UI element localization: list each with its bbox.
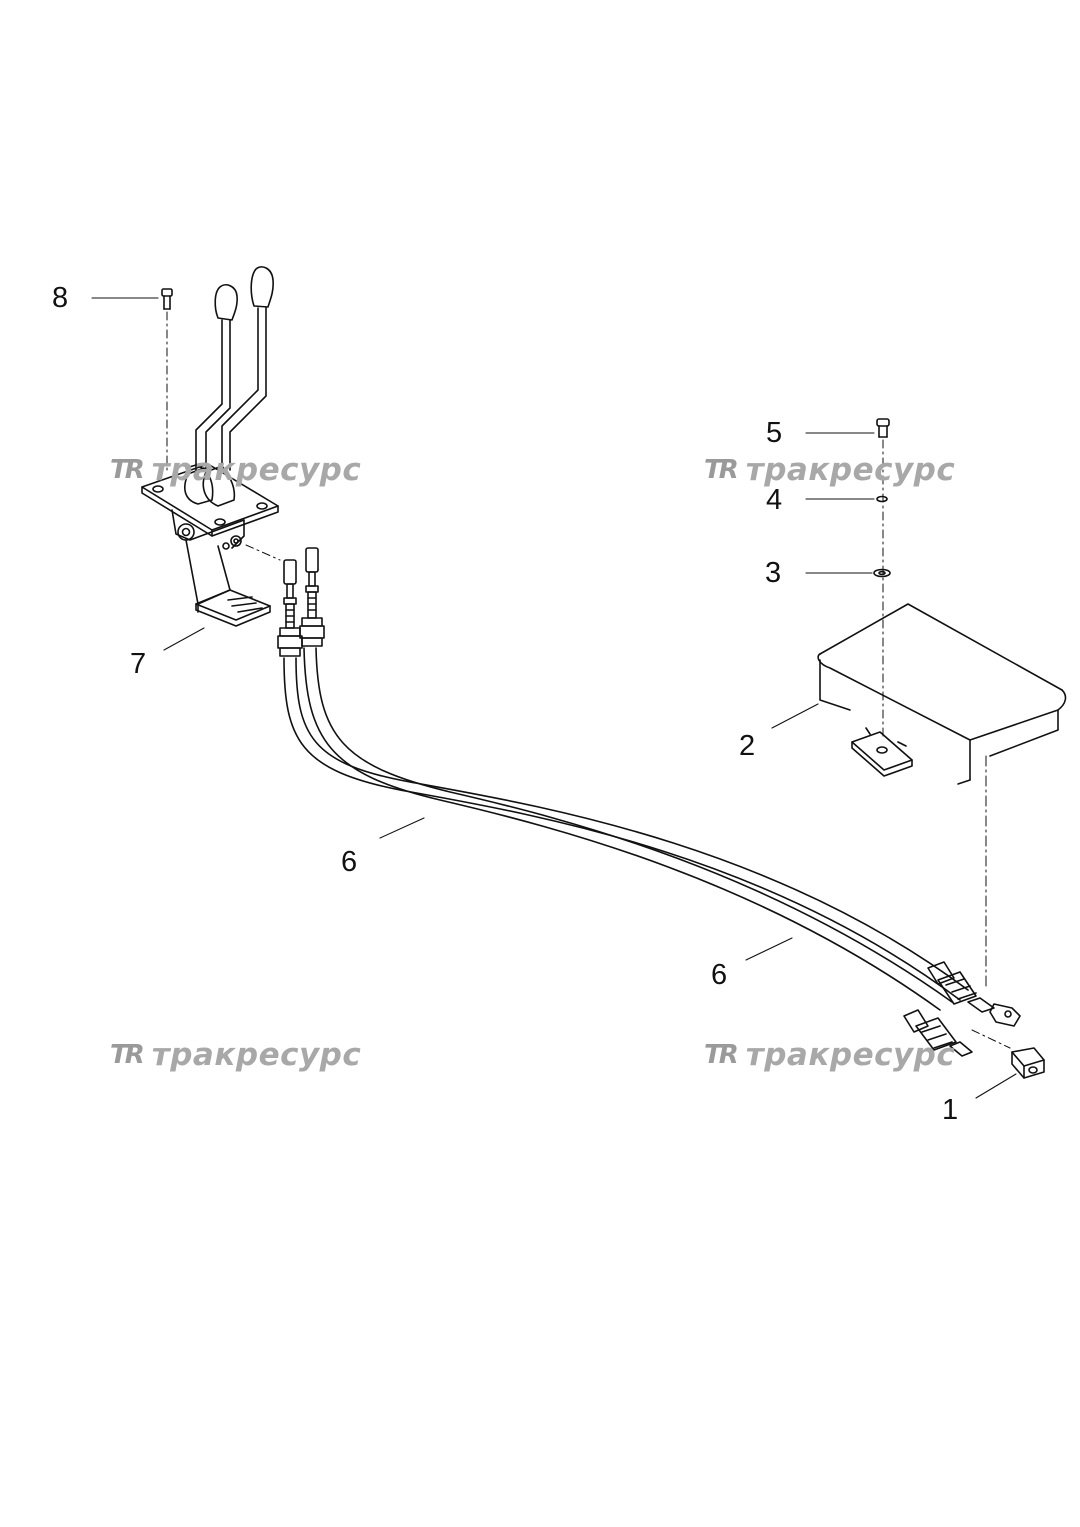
- part-5-bolt: [876, 418, 890, 438]
- watermark-text: тракресурс: [745, 452, 956, 488]
- part-8-bolt: [161, 288, 173, 471]
- watermark-text: тракресурс: [745, 1037, 956, 1073]
- callout-6-upper: 6: [341, 846, 358, 878]
- watermark-text: тракресурс: [151, 1037, 362, 1073]
- callout-4: 4: [766, 484, 783, 516]
- watermark-bottom-right: TR тракресурс: [704, 1037, 955, 1073]
- watermark-top-left: TR тракресурс: [110, 452, 361, 488]
- callout-2: 2: [739, 730, 756, 762]
- part-6-cables: [277, 547, 1021, 1057]
- part-2-cover: [817, 603, 1067, 991]
- callout-7: 7: [130, 648, 147, 680]
- watermark-logo: TR: [110, 1040, 145, 1070]
- callout-5: 5: [766, 417, 783, 449]
- part-4-washer: [876, 495, 888, 503]
- watermark-logo: TR: [110, 455, 145, 485]
- watermark-text: тракресурс: [151, 452, 362, 488]
- callout-8: 8: [52, 282, 69, 314]
- watermark-bottom-left: TR тракресурс: [110, 1037, 361, 1073]
- callout-3: 3: [765, 557, 782, 589]
- leader-lines: [91, 297, 1017, 1099]
- watermark-top-right: TR тракресурс: [704, 452, 955, 488]
- callout-6-lower: 6: [711, 959, 728, 991]
- watermark-logo: TR: [704, 455, 739, 485]
- callout-1: 1: [942, 1094, 959, 1126]
- part-1-clevis: [1011, 1047, 1045, 1079]
- part-7-lever-assembly: [141, 266, 281, 627]
- part-3-washer: [873, 568, 891, 578]
- watermark-logo: TR: [704, 1040, 739, 1070]
